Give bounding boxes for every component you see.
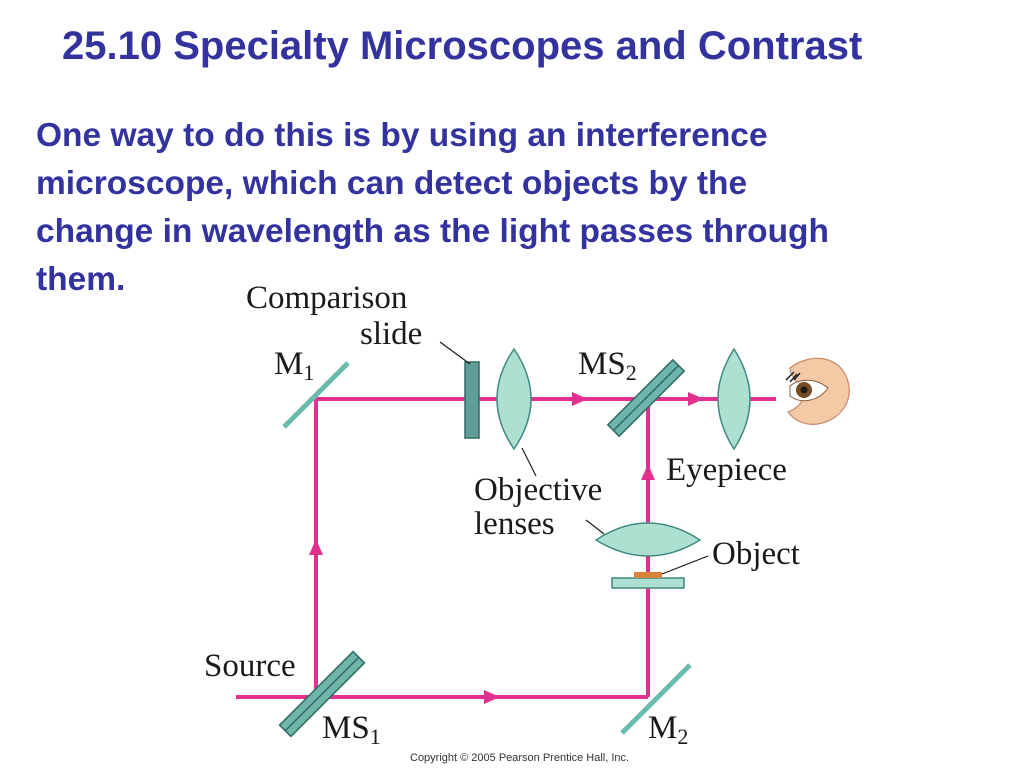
label-m1: M1 xyxy=(274,346,314,385)
mirror-m1 xyxy=(282,361,350,429)
arrow-right xyxy=(688,392,704,406)
arrow-right xyxy=(572,392,588,406)
label-eyepiece: Eyepiece xyxy=(666,452,787,488)
arrow-up xyxy=(309,539,323,555)
body-line: change in wavelength as the light passes… xyxy=(36,213,829,250)
slide-body-text: One way to do this is by using an interf… xyxy=(36,112,996,304)
comparison-slide xyxy=(464,361,480,439)
body-line: them. xyxy=(36,261,126,298)
objective-lens-top xyxy=(496,347,532,451)
label-object: Object xyxy=(712,536,800,572)
label-source: Source xyxy=(204,648,296,684)
beam-arrows xyxy=(309,392,704,704)
eye-icon xyxy=(785,357,850,425)
objective-lens-right xyxy=(594,522,702,557)
label-ms2: MS2 xyxy=(578,346,637,385)
arrow-up xyxy=(641,464,655,480)
label-ms1: MS1 xyxy=(322,710,381,749)
label-objective-lenses: Objective xyxy=(474,472,602,508)
arrow-right xyxy=(484,690,500,704)
eyepiece-lens xyxy=(717,347,751,451)
object-slide xyxy=(611,577,685,589)
body-line: One way to do this is by using an interf… xyxy=(36,117,768,154)
slide-title: 25.10 Specialty Microscopes and Contrast xyxy=(62,24,863,68)
label-comparison-slide: Comparison xyxy=(246,280,407,316)
label-comparison-slide-2: slide xyxy=(360,316,422,352)
body-line: microscope, which can detect objects by … xyxy=(36,165,748,202)
beam-splitter-ms2 xyxy=(606,358,686,438)
label-objective-lenses-2: lenses xyxy=(474,506,555,542)
mirror-m2 xyxy=(620,663,692,735)
leader-lines xyxy=(439,341,709,575)
object-specimen xyxy=(634,572,662,578)
copyright-notice: Copyright © 2005 Pearson Prentice Hall, … xyxy=(410,752,630,764)
beam-splitter-ms1 xyxy=(278,650,366,738)
label-m2: M2 xyxy=(648,710,688,749)
